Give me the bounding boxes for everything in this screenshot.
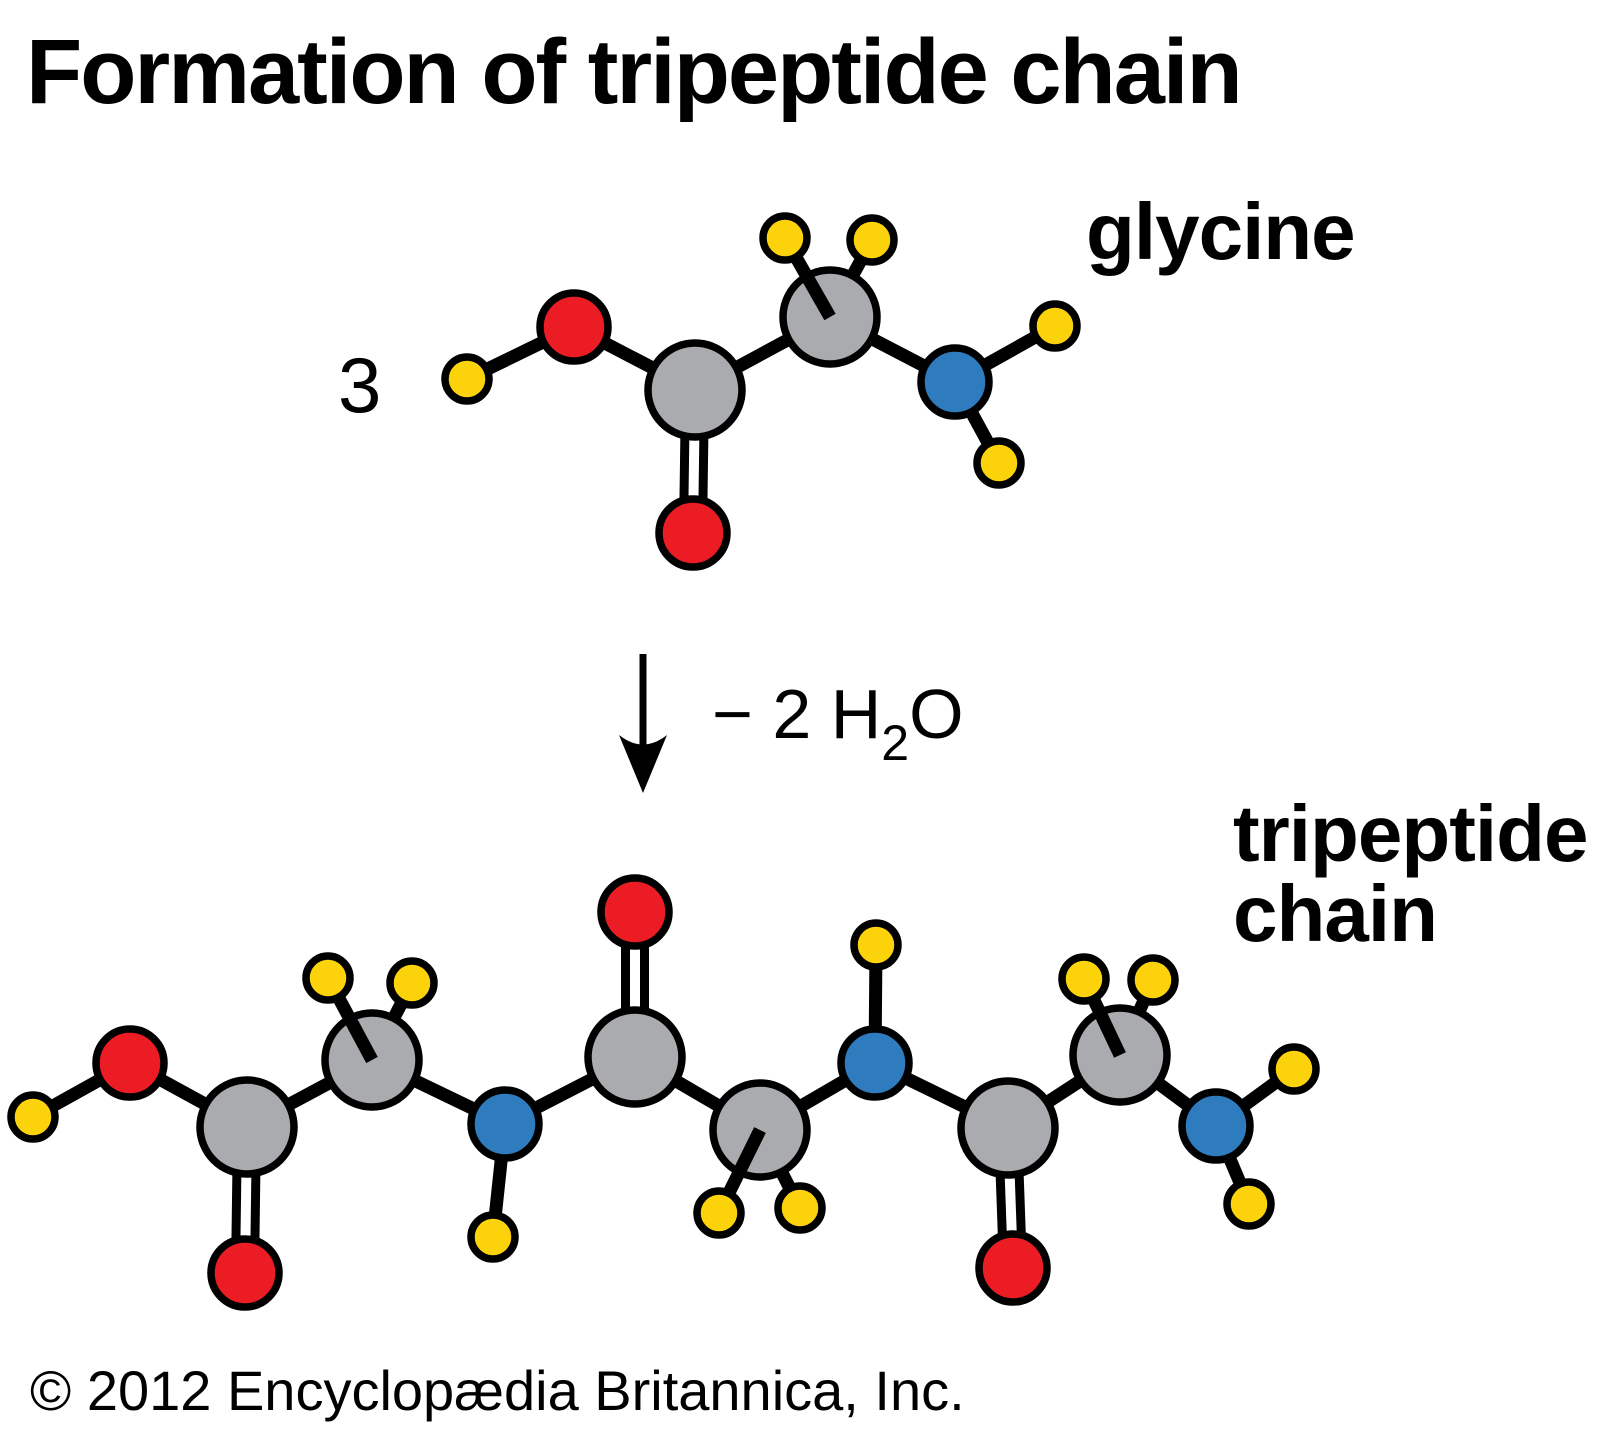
glycine-coefficient: 3 bbox=[338, 341, 382, 429]
nitrogen-atom bbox=[467, 1086, 543, 1162]
water-loss-suffix: O bbox=[909, 675, 964, 753]
hydrogen-atom bbox=[302, 952, 354, 1004]
carbon-atom bbox=[584, 1006, 686, 1108]
hydrogen-atom bbox=[1268, 1043, 1320, 1095]
nitrogen-atom bbox=[917, 344, 993, 420]
reaction-arrow bbox=[619, 654, 667, 793]
oxygen-atom bbox=[536, 289, 612, 365]
oxygen-atom bbox=[92, 1025, 168, 1101]
oxygen-atom bbox=[655, 495, 731, 571]
hydrogen-atom bbox=[759, 212, 811, 264]
copyright-notice: © 2012 Encyclopædia Britannica, Inc. bbox=[30, 1359, 965, 1422]
carbon-atom bbox=[196, 1076, 298, 1178]
hydrogen-atom bbox=[7, 1091, 59, 1143]
nitrogen-atom bbox=[837, 1025, 913, 1101]
water-loss-prefix: − 2 H bbox=[712, 675, 882, 753]
hydrogen-atom bbox=[774, 1182, 826, 1234]
water-loss-label: − 2 H2O bbox=[712, 679, 964, 768]
hydrogen-atom bbox=[693, 1187, 745, 1239]
tripeptide-label-line2: chain bbox=[1233, 869, 1438, 958]
glycine-label: glycine bbox=[1086, 187, 1356, 276]
nitrogen-atom bbox=[1178, 1088, 1254, 1164]
water-loss-subscript: 2 bbox=[881, 715, 910, 771]
hydrogen-atom bbox=[973, 437, 1025, 489]
carbon-atom bbox=[957, 1077, 1059, 1179]
hydrogen-atom bbox=[386, 957, 438, 1009]
carbon-atom bbox=[644, 339, 746, 441]
reaction-arrow-head bbox=[619, 735, 667, 793]
oxygen-atom bbox=[975, 1230, 1051, 1306]
tripeptide-label: tripeptide chain bbox=[1233, 789, 1588, 958]
hydrogen-atom bbox=[467, 1211, 519, 1263]
hydrogen-atom bbox=[1127, 954, 1179, 1006]
hydrogen-atom bbox=[1029, 300, 1081, 352]
page-title: Formation of tripeptide chain bbox=[26, 21, 1243, 123]
tripeptide-label-line1: tripeptide bbox=[1233, 789, 1588, 878]
hydrogen-atom bbox=[850, 919, 902, 971]
hydrogen-atom bbox=[1223, 1178, 1275, 1230]
oxygen-atom bbox=[207, 1235, 283, 1311]
hydrogen-atom bbox=[1058, 953, 1110, 1005]
hydrogen-atom bbox=[846, 214, 898, 266]
glycine-molecule bbox=[441, 212, 1081, 571]
oxygen-atom bbox=[597, 874, 673, 950]
hydrogen-atom bbox=[441, 353, 493, 405]
tripeptide-molecule bbox=[7, 874, 1320, 1311]
